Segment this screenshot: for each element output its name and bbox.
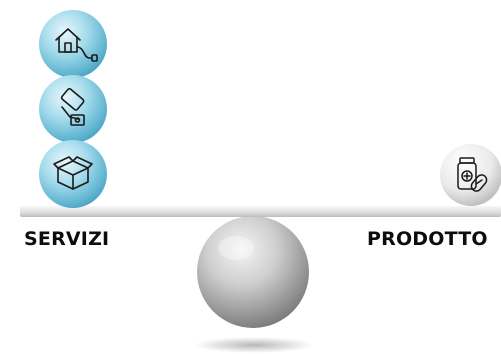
balance-beam — [20, 206, 501, 217]
medicine-pills-icon — [457, 157, 488, 192]
ball-box — [39, 140, 107, 208]
label-prodotto: PRODOTTO — [367, 228, 488, 250]
ball-house — [39, 10, 107, 78]
ground-shadow — [194, 337, 314, 353]
fulcrum-ball — [197, 216, 309, 328]
label-servizi: SERVIZI — [24, 228, 110, 250]
hand-card-icon — [60, 87, 85, 126]
house-plug-icon — [55, 28, 98, 62]
open-box-icon — [53, 156, 93, 190]
ball-product — [440, 144, 501, 206]
